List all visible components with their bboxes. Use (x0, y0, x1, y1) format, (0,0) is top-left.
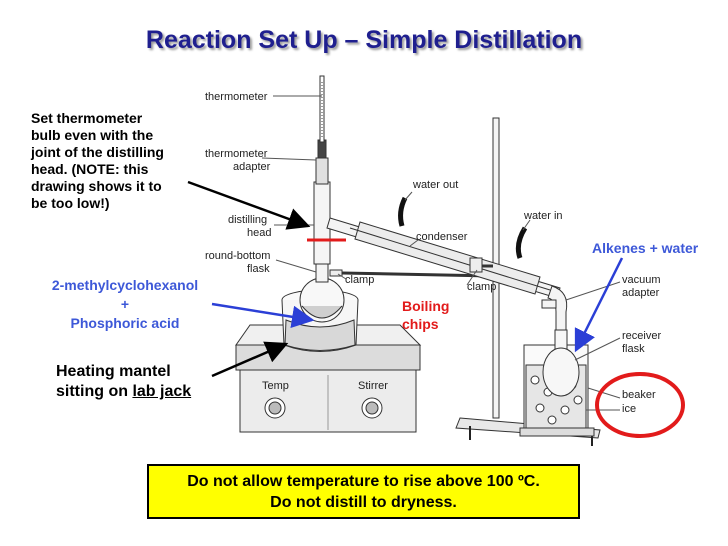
thermometer-label: thermometer (205, 91, 268, 103)
heating-mantel-note: Heating mantel sitting on lab jack (56, 362, 191, 402)
reagent-line: Phosphoric acid (70, 315, 180, 331)
beaker-label: beaker (622, 389, 656, 401)
mantel-line: sitting on lab jack (56, 382, 191, 402)
leader-lines (261, 95, 621, 411)
thermometer-note-line: drawing shows it to (31, 178, 162, 194)
alkenes-note: Alkenes + water (592, 240, 699, 256)
alkenes-arrow (574, 257, 624, 353)
thermometer-adapter-label-1: thermometer (205, 148, 268, 160)
mantel-arrow (211, 341, 289, 378)
thermometer-note-line: head. (NOTE: this (31, 161, 149, 177)
receiver-flask-label-1: receiver (622, 330, 661, 342)
thermometer-note: Set thermometer bulb even with the joint… (31, 110, 164, 212)
hotplate-temp-label: Temp (262, 380, 289, 392)
water-in-hose (515, 226, 528, 259)
round-bottom-flask-label-1: round-bottom (205, 250, 270, 262)
distilling-head-label-1: distilling (228, 214, 267, 226)
warning-line-2: Do not distill to dryness. (270, 494, 457, 511)
water-in-label: water in (523, 210, 563, 222)
distilling-head-label-2: head (247, 227, 271, 239)
thermometer-note-line: joint of the distilling (31, 144, 164, 160)
lab-jack-text: lab jack (132, 383, 192, 400)
receiver-flask-label-2: flask (622, 343, 645, 355)
reagent-line: 2-methylcyclohexanol (51, 277, 199, 293)
clamp-right-label: clamp (467, 281, 496, 293)
thermometer-note-line: Set thermometer (31, 110, 143, 126)
condenser-label: condenser (416, 231, 468, 243)
thermometer-note-line: be too low!) (31, 195, 110, 211)
receiver-flask (542, 329, 580, 397)
reagent-line: + (120, 296, 130, 312)
ice-label: ice (622, 403, 636, 415)
condenser-clamp (469, 257, 493, 273)
page-title: Reaction Set Up – Simple Distillation (145, 26, 583, 54)
round-bottom-flask-label-2: flask (247, 263, 270, 275)
water-out-label: water out (412, 179, 458, 191)
vacuum-adapter-label-2: adapter (622, 287, 660, 299)
wire-gauze (519, 427, 595, 437)
ice-highlight-circle (595, 372, 685, 438)
flask-clamp (329, 269, 494, 278)
reagents-note: 2-methylcyclohexanol + Phosphoric acid (38, 276, 212, 333)
thermometer-note-arrow (187, 180, 311, 230)
thermometer-adapter-label-2: adapter (233, 161, 271, 173)
warning-line-1: Do not allow temperature to rise above 1… (187, 473, 540, 490)
thermometer-note-line: bulb even with the (31, 127, 154, 143)
vacuum-adapter-label-1: vacuum (622, 274, 661, 286)
boiling-chips-line: chips (402, 316, 439, 332)
mantel-line: Heating mantel (56, 363, 171, 380)
hotplate-stirrer-label: Stirrer (358, 380, 388, 392)
water-out-hose (398, 196, 408, 227)
boiling-chips-line: Boiling (402, 298, 450, 314)
clamp-left-label: clamp (345, 274, 374, 286)
boiling-chips-note: Boiling chips (402, 297, 449, 333)
reagents-arrow (211, 302, 315, 328)
mantel-prefix: sitting on (56, 383, 133, 400)
distilling-head (313, 75, 331, 265)
warning-box: Do not allow temperature to rise above 1… (147, 464, 580, 519)
